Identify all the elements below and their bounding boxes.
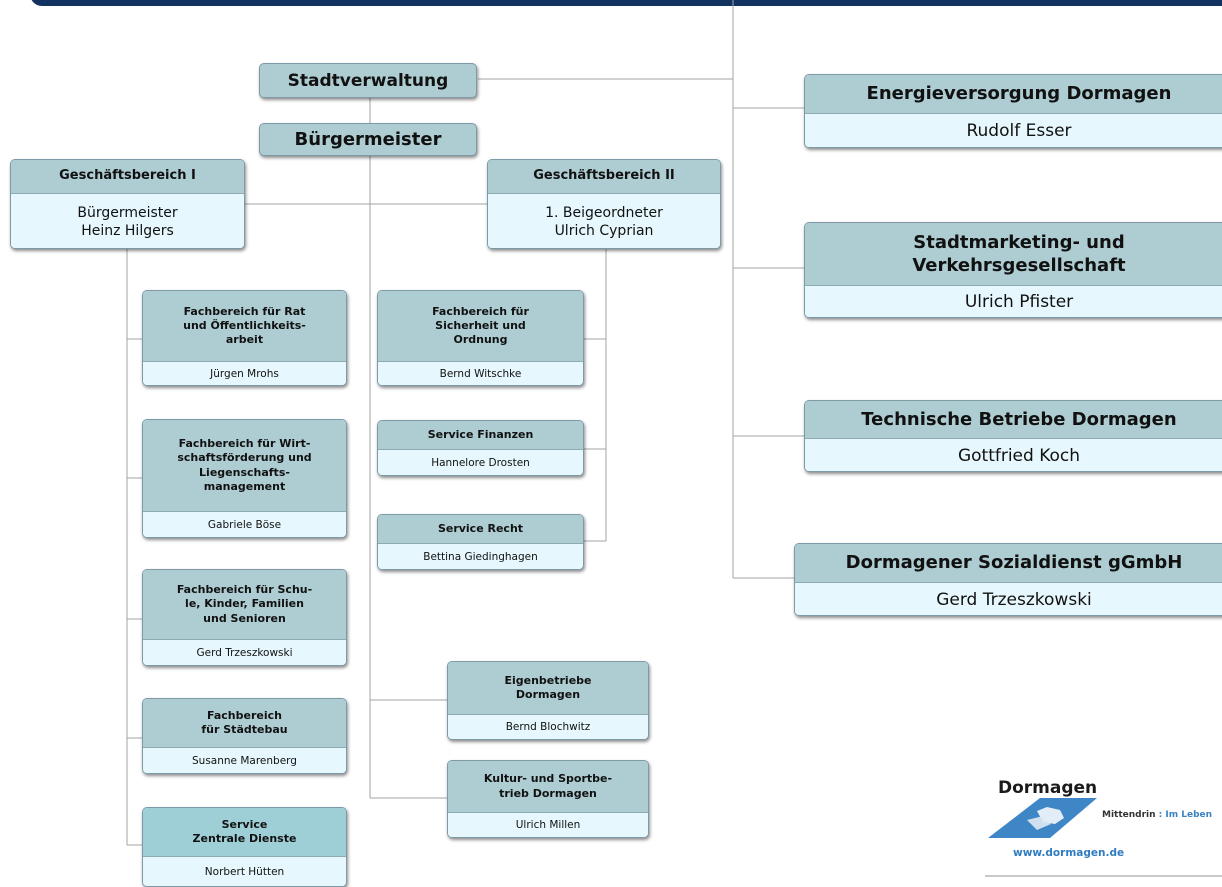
unit-title: Service Finanzen (378, 421, 583, 449)
geschaeftsbereich-1-box: Geschäftsbereich I Bürgermeister Heinz H… (10, 159, 245, 249)
unit-title: Service Recht (378, 515, 583, 543)
unit-person: Bernd Blochwitz (448, 714, 648, 739)
company-energieversorgung: Energieversorgung Dormagen Rudolf Esser (804, 74, 1222, 148)
unit-rat-oeffentlichkeitsarbeit: Fachbereich für Rat und Öffentlichkeits-… (142, 290, 347, 386)
unit-service-recht: Service Recht Bettina Giedinghagen (377, 514, 584, 570)
unit-eigenbetriebe: Eigenbetriebe Dormagen Bernd Blochwitz (447, 661, 649, 740)
unit-person: Gerd Trzeszkowski (143, 639, 346, 665)
company-title: Stadtmarketing- und Verkehrsgesellschaft (805, 223, 1222, 285)
geschaeftsbereich-2-box: Geschäftsbereich II 1. Beigeordneter Ulr… (487, 159, 721, 249)
company-person: Gerd Trzeszkowski (795, 582, 1222, 615)
unit-person: Norbert Hütten (143, 856, 346, 886)
stadtverwaltung-box: Stadtverwaltung (259, 63, 477, 98)
company-technische-betriebe: Technische Betriebe Dormagen Gottfried K… (804, 400, 1222, 472)
buergermeister-box: Bürgermeister (259, 123, 477, 156)
company-title: Technische Betriebe Dormagen (805, 401, 1222, 438)
company-sozialdienst: Dormagener Sozialdienst gGmbH Gerd Trzes… (794, 543, 1222, 616)
company-person: Ulrich Pfister (805, 285, 1222, 317)
unit-zentrale-dienste: Service Zentrale Dienste Norbert Hütten (142, 807, 347, 887)
geschaeftsbereich-1-title: Geschäftsbereich I (11, 160, 244, 193)
unit-person: Hannelore Drosten (378, 449, 583, 475)
unit-wirtschaftsfoerderung: Fachbereich für Wirt- schaftsförderung u… (142, 419, 347, 538)
unit-title: Kultur- und Sportbe- trieb Dormagen (448, 761, 648, 812)
company-stadtmarketing: Stadtmarketing- und Verkehrsgesellschaft… (804, 222, 1222, 318)
logo-url[interactable]: www.dormagen.de (1013, 847, 1125, 859)
unit-service-finanzen: Service Finanzen Hannelore Drosten (377, 420, 584, 476)
unit-title: Eigenbetriebe Dormagen (448, 662, 648, 714)
company-person: Gottfried Koch (805, 438, 1222, 471)
unit-title: Fachbereich für Sicherheit und Ordnung (378, 291, 583, 361)
unit-sicherheit-ordnung: Fachbereich für Sicherheit und Ordnung B… (377, 290, 584, 386)
logo-name: Dormagen (998, 778, 1098, 798)
unit-person: Gabriele Böse (143, 511, 346, 537)
unit-person: Bettina Giedinghagen (378, 543, 583, 569)
unit-kultur-sport: Kultur- und Sportbe- trieb Dormagen Ulri… (447, 760, 649, 838)
geschaeftsbereich-2-person: 1. Beigeordneter Ulrich Cyprian (488, 193, 720, 248)
unit-title: Fachbereich für Städtebau (143, 699, 346, 747)
geschaeftsbereich-2-title: Geschäftsbereich II (488, 160, 720, 193)
logo-tagline: Mittendrin : Im Leben (1102, 810, 1213, 820)
company-title: Dormagener Sozialdienst gGmbH (795, 544, 1222, 582)
company-title: Energieversorgung Dormagen (805, 75, 1222, 113)
unit-person: Susanne Marenberg (143, 747, 346, 773)
unit-schule-kinder-familien: Fachbereich für Schu- le, Kinder, Famili… (142, 569, 347, 666)
company-person: Rudolf Esser (805, 113, 1222, 147)
unit-title: Fachbereich für Schu- le, Kinder, Famili… (143, 570, 346, 639)
unit-title: Fachbereich für Rat und Öffentlichkeits-… (143, 291, 346, 361)
top-banner (30, 0, 1222, 6)
unit-title: Service Zentrale Dienste (143, 808, 346, 856)
logo-divider (985, 875, 1222, 877)
unit-person: Jürgen Mrohs (143, 361, 346, 385)
unit-title: Fachbereich für Wirt- schaftsförderung u… (143, 420, 346, 511)
logo-emblem-icon (988, 798, 1097, 838)
unit-person: Bernd Witschke (378, 361, 583, 385)
unit-person: Ulrich Millen (448, 812, 648, 837)
geschaeftsbereich-1-person: Bürgermeister Heinz Hilgers (11, 193, 244, 248)
unit-staedtebau: Fachbereich für Städtebau Susanne Marenb… (142, 698, 347, 774)
dormagen-logo: Dormagen Mittendrin : Im Leben www.dorma… (985, 778, 1222, 879)
